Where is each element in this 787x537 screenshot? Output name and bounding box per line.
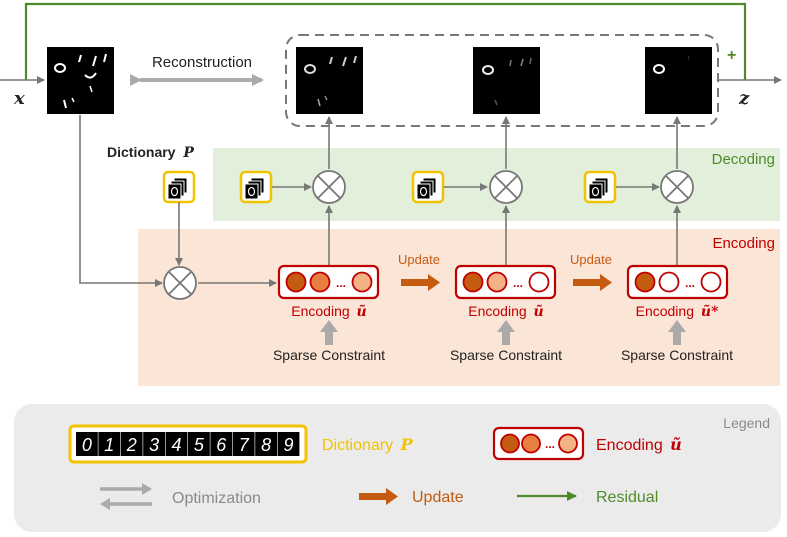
legend-digit: 7 (239, 435, 250, 455)
encoding-dots-2: ... (513, 276, 523, 290)
legend-encoding-vector: ... (492, 426, 585, 461)
dictionary-icon-3 (583, 170, 617, 204)
reconstruction-group (285, 34, 719, 127)
legend-digit-tile (232, 432, 255, 456)
sparse-label-3: Sparse Constraint (621, 347, 733, 363)
legend-digit-tile (188, 432, 210, 456)
sparse-arrow-1 (320, 320, 338, 345)
reconstruction-label: Reconstruction (152, 54, 252, 71)
encoding-dots-3: ... (685, 276, 695, 290)
legend-title: Legend (723, 415, 770, 431)
legend-digit-tile (277, 432, 300, 456)
legend-digit: 9 (283, 435, 293, 455)
encoding-region (138, 229, 780, 386)
reconstruction-image-2 (473, 47, 540, 114)
legend-digit-tile (143, 432, 165, 456)
legend-digit-tile (165, 432, 188, 456)
legend-dictionary-label: Dictionary P (322, 435, 414, 454)
input-to-multiply-connector (79, 115, 163, 287)
sparse-label-1: Sparse Constraint (273, 347, 385, 363)
decode-multiply-node-3 (660, 170, 694, 204)
legend-encoding-dots: ... (545, 437, 555, 451)
sparse-label-2: Sparse Constraint (450, 347, 562, 363)
legend-digit-tile (98, 432, 121, 456)
legend-digit-tile (76, 432, 98, 456)
dictionary-label: Dictionary P (107, 144, 194, 161)
legend-optimization-label: Optimization (172, 490, 261, 507)
legend-residual-label: Residual (596, 489, 658, 506)
legend-digit-tile (255, 432, 277, 456)
output-symbol: z (738, 88, 750, 109)
encoding-vector-2: ... (454, 264, 557, 300)
reconstruction-image-3 (645, 47, 712, 114)
legend-digit: 2 (126, 435, 137, 455)
legend-digit-tile (120, 432, 143, 456)
legend-digit: 3 (149, 435, 159, 455)
legend-digit: 6 (216, 435, 227, 455)
legend-digit: 8 (261, 435, 271, 455)
input-image (47, 47, 114, 114)
encode-multiply-node (163, 266, 197, 300)
legend-digit: 5 (194, 435, 205, 455)
legend-digit: 4 (171, 435, 181, 455)
legend-encoding-label: Encoding ũ (596, 435, 682, 454)
encoding-label-3: Encoding ũ* (636, 303, 719, 320)
update-label-2: Update (570, 252, 612, 267)
reconstruction-image-1 (296, 47, 363, 114)
encoding-region-label: Encoding (712, 235, 775, 252)
legend-digit: 1 (104, 435, 114, 455)
decode-multiply-node-1 (312, 170, 346, 204)
encoding-label-1: Encoding ũ (291, 303, 366, 320)
dictionary-icon-1 (239, 170, 273, 204)
update-arrow-1 (401, 274, 440, 291)
legend-update-arrow (359, 488, 398, 505)
update-label-1: Update (398, 252, 440, 267)
legend-optimization-arrow (100, 483, 152, 510)
encoding-label-2: Encoding ũ (468, 303, 543, 320)
dictionary-icon-main (162, 170, 196, 204)
sparse-arrow-2 (497, 320, 515, 345)
encoding-vector-1: ... (277, 264, 380, 300)
input-symbol: x (13, 88, 25, 109)
legend-update-label: Update (412, 489, 464, 506)
dictionary-icon-2 (411, 170, 445, 204)
legend-panel (14, 404, 781, 532)
encoding-vector-3: ... (626, 264, 729, 300)
residual-plus: + (727, 47, 736, 64)
residual-loop (24, 2, 747, 80)
decode-multiply-node-2 (489, 170, 523, 204)
legend-digit: 0 (82, 435, 92, 455)
legend-digit-tile (210, 432, 233, 456)
decoding-region-label: Decoding (712, 151, 775, 168)
encoding-dots-1: ... (336, 276, 346, 290)
sparse-arrow-3 (668, 320, 686, 345)
update-arrow-2 (573, 274, 612, 291)
